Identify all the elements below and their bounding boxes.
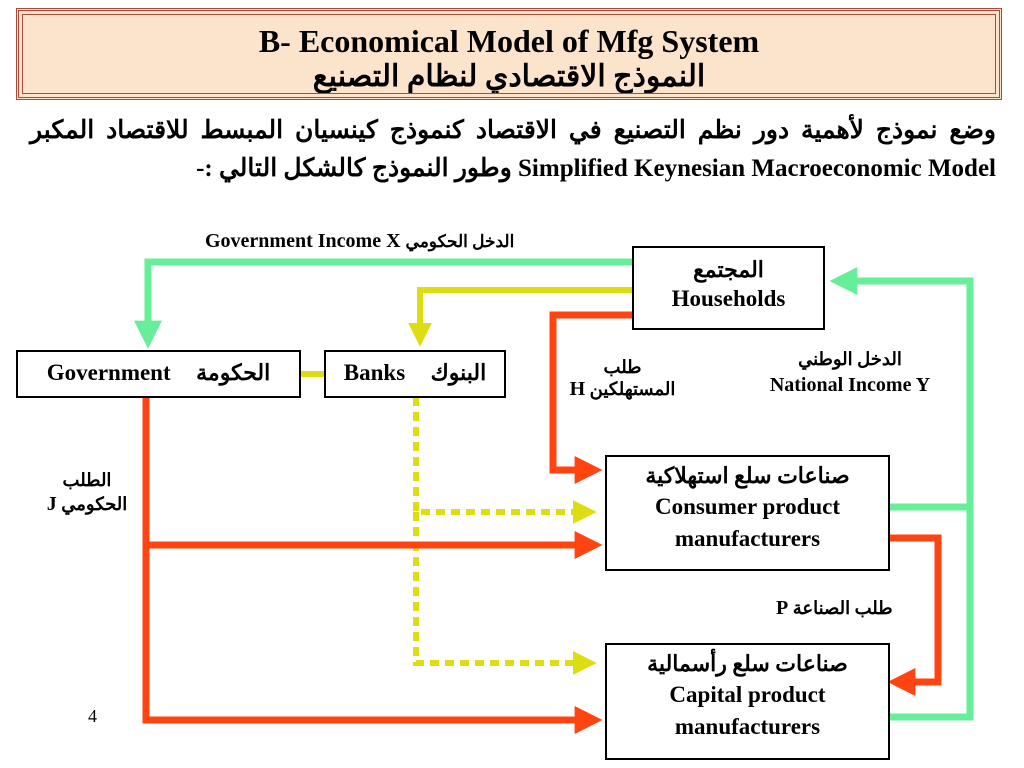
government-demand-flow-consumer [142, 397, 603, 559]
page-number: 4 [88, 706, 97, 726]
consumer-demand-label-ar2: المستهلكين [589, 379, 676, 399]
consumer-demand-label: طلب المستهلكين H [560, 356, 685, 400]
consumer-label-ar: صناعات سلع استهلاكية [645, 463, 850, 488]
intro-arabic-part1: وضع نموذج لأهمية دور نظم التصنيع في الاق… [30, 117, 996, 144]
intro-arabic-part2: وطور النموذج كالشكل التالي :- [196, 155, 512, 182]
industry-demand-label: طلب الصناعة P [776, 597, 893, 620]
government-demand-label-ar2: الحكومي [61, 494, 128, 514]
national-income-label-en: National Income Y [769, 374, 931, 396]
consumer-label-en-line1: Consumer product [654, 494, 841, 519]
government-node: Government الحكومة [16, 350, 301, 398]
government-income-label: Government Income X الدخل الحكومي [205, 230, 514, 253]
intro-english-term: Simplified Keynesian Macroeconomic Model [518, 155, 996, 182]
title-box: B- Economical Model of Mfg System النموذ… [16, 8, 1002, 100]
banks-investment-flow-capital [413, 512, 597, 675]
industry-demand-label-ar: طلب الصناعة [792, 598, 893, 618]
households-label-ar: المجتمع [693, 257, 764, 282]
capital-label-en-line2: manufacturers [674, 714, 821, 739]
government-demand-flow-capital [142, 545, 603, 734]
government-demand-label: الطلب الحكومي J [34, 468, 140, 516]
consumer-demand-symbol: H [569, 378, 586, 400]
title-english: B- Economical Model of Mfg System [258, 23, 760, 59]
banks-node: Banks البنوك [324, 350, 506, 398]
industry-demand-symbol: P [776, 597, 789, 619]
intro-paragraph: وضع نموذج لأهمية دور نظم التصنيع في الاق… [30, 112, 996, 188]
banks-label-ar: البنوك [430, 360, 487, 385]
government-label-ar: الحكومة [196, 360, 271, 385]
capital-label-ar: صناعات سلع رأسمالية [647, 651, 848, 676]
government-demand-symbol: J [46, 493, 57, 515]
government-income-label-en: Government Income X [205, 230, 401, 252]
national-income-label-ar: الدخل الوطني [798, 349, 902, 369]
banks-investment-flow-consumer [413, 397, 597, 524]
households-label-en: Households [671, 286, 786, 311]
industry-demand-flow [887, 534, 942, 696]
consumer-manufacturers-node: صناعات سلع استهلاكية Consumer product ma… [605, 455, 890, 571]
consumer-label-en-line2: manufacturers [674, 526, 821, 551]
capital-label-en-line1: Capital product [669, 682, 826, 707]
national-income-label: الدخل الوطني National Income Y [740, 346, 960, 398]
government-label-en: Government [46, 360, 171, 385]
consumer-demand-label-ar1: طلب [603, 357, 642, 377]
capital-manufacturers-node: صناعات سلع رأسمالية Capital product manu… [605, 643, 890, 760]
national-income-flow [829, 267, 974, 511]
banks-label-en: Banks [343, 360, 406, 385]
national-income-flow-capital [890, 507, 974, 721]
government-income-label-ar: الدخل الحكومي [405, 232, 515, 251]
title-arabic: النموذج الاقتصادي لنظام التصنيع [312, 60, 706, 93]
government-demand-label-ar1: الطلب [62, 470, 112, 490]
savings-flow [408, 287, 632, 347]
consumer-demand-flow [549, 311, 632, 484]
government-income-flow [134, 258, 632, 349]
households-node: المجتمع Households [632, 246, 825, 330]
